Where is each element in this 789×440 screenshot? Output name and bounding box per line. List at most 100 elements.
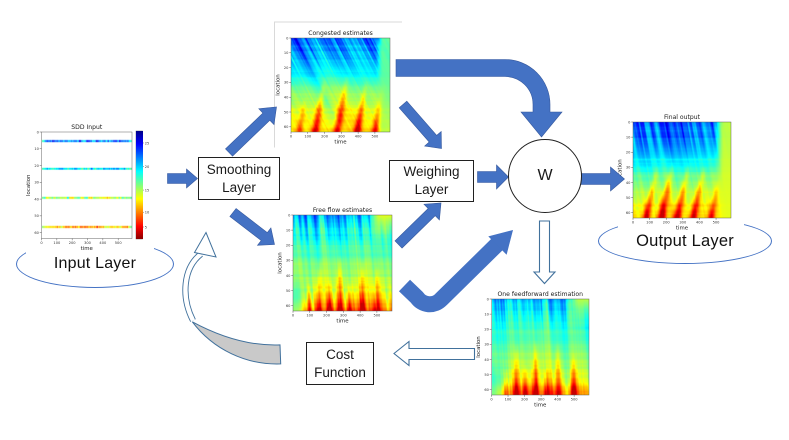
weighing-layer-box: Weighing Layer xyxy=(389,160,474,202)
y-tick-label: 10 xyxy=(34,147,39,151)
x-tick-label: 400 xyxy=(99,241,107,245)
y-tick-label: 40 xyxy=(286,274,291,278)
y-tick-label: 20 xyxy=(34,164,39,168)
y-tick-label: 30 xyxy=(484,343,489,347)
y-axis-label: location xyxy=(26,175,32,196)
y-tick-label: 50 xyxy=(626,196,631,200)
arrow-cost-to-smoothing-curved xyxy=(182,231,282,365)
recycle-arrow-band xyxy=(183,252,203,322)
arrow-freeflow-to-weighing xyxy=(394,202,442,249)
x-axis-label: time xyxy=(81,246,94,252)
x-tick-label: 400 xyxy=(554,398,562,402)
w-node-label: W xyxy=(537,167,553,184)
y-tick-label: 30 xyxy=(34,181,39,185)
arrow-congested-to-w-curved xyxy=(395,59,563,138)
x-tick-label: 100 xyxy=(53,241,61,245)
y-tick-label: 10 xyxy=(284,51,289,55)
y-tick-label: 40 xyxy=(484,358,489,362)
x-tick-label: 200 xyxy=(323,314,331,318)
y-tick-label: 30 xyxy=(286,259,291,263)
y-tick-label: 40 xyxy=(284,96,289,100)
y-tick-label: 10 xyxy=(626,135,631,139)
x-tick-label: 300 xyxy=(538,398,546,402)
y-tick-label: 60 xyxy=(484,388,489,392)
w-node-circle: W xyxy=(508,139,582,213)
weighing-layer-label: Weighing Layer xyxy=(403,164,460,197)
x-tick-label: 0 xyxy=(292,314,295,318)
y-tick-label: 0 xyxy=(37,130,40,134)
x-tick-label: 100 xyxy=(505,398,513,402)
x-tick-label: 500 xyxy=(115,241,123,245)
plot-border xyxy=(491,298,590,396)
x-tick-label: 300 xyxy=(340,314,348,318)
y-axis-label: location xyxy=(476,336,482,357)
y-tick-label: 0 xyxy=(288,213,291,217)
x-tick-label: 300 xyxy=(679,221,687,225)
x-tick-label: 500 xyxy=(713,221,721,225)
y-axis-label: location xyxy=(276,74,282,95)
faint-figure-border xyxy=(274,21,402,148)
x-axis-label: time xyxy=(334,140,347,146)
smoothing-layer-box: Smoothing Layer xyxy=(198,157,280,200)
y-tick-label: 20 xyxy=(284,66,289,70)
figure-title: One feedforward estimation xyxy=(497,291,583,298)
heatmap-congested xyxy=(291,38,390,132)
smoothing-layer-label: Smoothing Layer xyxy=(206,161,272,195)
arrow-congested-to-weighing xyxy=(398,100,442,149)
x-tick-label: 500 xyxy=(371,135,379,139)
colorbar-sdd xyxy=(136,131,143,239)
x-tick-label: 300 xyxy=(338,135,346,139)
y-tick-label: 50 xyxy=(286,289,291,293)
x-tick-label: 0 xyxy=(40,241,43,245)
colorbar-tick-label: 25 xyxy=(145,141,150,145)
x-tick-label: 200 xyxy=(321,135,329,139)
input-layer-label: Input Layer xyxy=(53,255,137,272)
arrow-w-to-final xyxy=(580,166,625,192)
arrow-feedforward-to-cost-outline xyxy=(393,340,476,367)
y-tick-label: 0 xyxy=(628,120,631,124)
y-tick-label: 40 xyxy=(34,197,39,201)
y-tick-label: 50 xyxy=(34,214,39,218)
plot-border xyxy=(41,131,133,239)
plot-border xyxy=(290,37,391,133)
y-tick-label: 20 xyxy=(286,244,291,248)
x-tick-label: 200 xyxy=(663,221,671,225)
figure-title: SDD Input xyxy=(71,124,103,131)
cost-function-box: Cost Function xyxy=(306,342,374,385)
y-tick-label: 40 xyxy=(626,181,631,185)
x-tick-label: 400 xyxy=(357,314,365,318)
y-tick-label: 0 xyxy=(487,297,490,301)
y-tick-label: 50 xyxy=(484,373,489,377)
y-tick-label: 60 xyxy=(284,125,289,129)
y-tick-label: 10 xyxy=(484,312,489,316)
x-tick-label: 200 xyxy=(69,241,77,245)
x-tick-label: 100 xyxy=(304,135,312,139)
colorbar-tick-label: 20 xyxy=(145,165,150,169)
recycle-arrow-head xyxy=(193,231,217,258)
bent-arrow-head xyxy=(488,230,513,255)
figure-title: Free flow estimates xyxy=(313,207,372,214)
output-layer-label: Output Layer xyxy=(636,231,734,250)
x-axis-label: time xyxy=(336,319,349,325)
arrow-smoothing-to-congested xyxy=(225,106,277,157)
y-axis-label: location xyxy=(278,252,284,273)
x-tick-label: 500 xyxy=(373,314,381,318)
x-tick-label: 100 xyxy=(306,314,314,318)
heatmap-freeflow xyxy=(293,215,392,311)
y-tick-label: 60 xyxy=(626,211,631,215)
x-tick-label: 0 xyxy=(632,221,635,225)
arrow-smoothing-to-freeflow xyxy=(229,208,275,246)
y-tick-label: 20 xyxy=(626,151,631,155)
arrow-feedback-to-w-bent xyxy=(398,230,513,313)
y-tick-label: 20 xyxy=(484,328,489,332)
figure-title: Final output xyxy=(664,114,701,121)
